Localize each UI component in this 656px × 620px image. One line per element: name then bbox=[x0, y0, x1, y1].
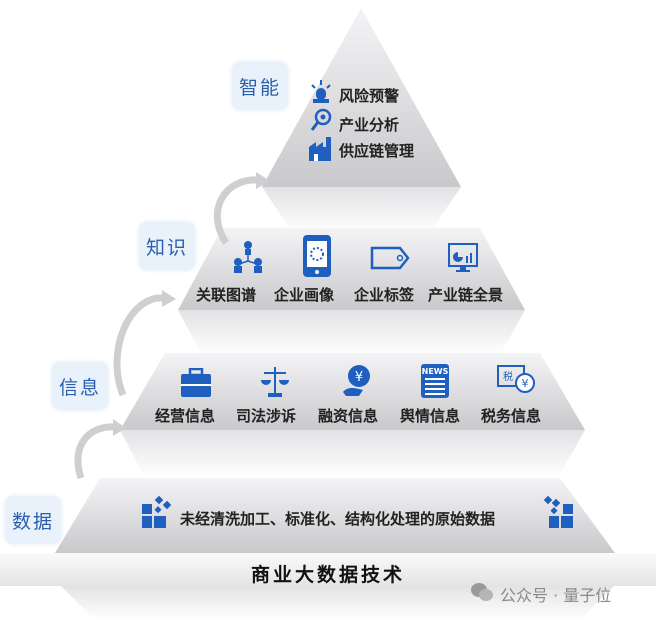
intel-item: 风险预警 bbox=[339, 87, 400, 105]
reflection bbox=[120, 430, 585, 478]
svg-text:税: 税 bbox=[503, 370, 513, 383]
data-description: 未经清洗加工、标准化、结构化处理的原始数据 bbox=[180, 510, 496, 528]
svg-text:¥: ¥ bbox=[355, 370, 363, 385]
relation-graph-icon bbox=[233, 240, 263, 274]
data-blocks-icon bbox=[543, 494, 575, 530]
mobile-profile-icon bbox=[302, 234, 332, 278]
factory-icon bbox=[308, 135, 334, 161]
watermark: 公众号 · 量子位 bbox=[470, 582, 611, 606]
tax-icon: 税¥ bbox=[497, 365, 535, 395]
info-item: 舆情信息 bbox=[400, 407, 461, 425]
wechat-icon bbox=[470, 582, 494, 606]
briefcase-icon bbox=[180, 368, 212, 398]
knowledge-item: 企业画像 bbox=[274, 286, 335, 304]
alarm-light-icon bbox=[310, 80, 332, 104]
tier-intelligence bbox=[262, 8, 461, 187]
intel-item: 产业分析 bbox=[339, 116, 400, 134]
level-label-intelligence: 智能 bbox=[232, 62, 288, 110]
magnifier-eye-icon bbox=[310, 108, 332, 132]
reflection bbox=[178, 310, 525, 355]
level-label-knowledge: 知识 bbox=[139, 222, 195, 270]
level-label-information: 信息 bbox=[52, 362, 108, 410]
svg-text:¥: ¥ bbox=[522, 377, 529, 390]
info-item: 税务信息 bbox=[481, 407, 542, 425]
info-item: 经营信息 bbox=[155, 407, 216, 425]
dashboard-monitor-icon bbox=[448, 243, 478, 273]
intel-item: 供应链管理 bbox=[339, 142, 415, 160]
info-item: 融资信息 bbox=[318, 407, 379, 425]
yuan-hand-icon: ¥ bbox=[342, 364, 372, 398]
knowledge-item: 关联图谱 bbox=[196, 286, 257, 304]
base-title: 商业大数据技术 bbox=[250, 564, 405, 586]
tag-icon bbox=[370, 246, 410, 270]
tier-data bbox=[55, 478, 615, 553]
reflection bbox=[262, 187, 461, 232]
scales-icon bbox=[260, 366, 290, 398]
watermark-text: 公众号 · 量子位 bbox=[500, 586, 612, 605]
knowledge-item: 产业链全景 bbox=[428, 286, 504, 304]
info-item: 司法涉诉 bbox=[236, 407, 297, 425]
base-bar bbox=[0, 553, 656, 586]
svg-text:NEWS: NEWS bbox=[422, 367, 449, 376]
tier-knowledge bbox=[178, 228, 525, 310]
news-icon: NEWS bbox=[421, 364, 449, 398]
knowledge-item: 企业标签 bbox=[354, 286, 415, 304]
data-blocks-icon bbox=[142, 494, 174, 530]
level-label-data: 数据 bbox=[5, 496, 61, 544]
curved-arrows bbox=[74, 176, 259, 480]
